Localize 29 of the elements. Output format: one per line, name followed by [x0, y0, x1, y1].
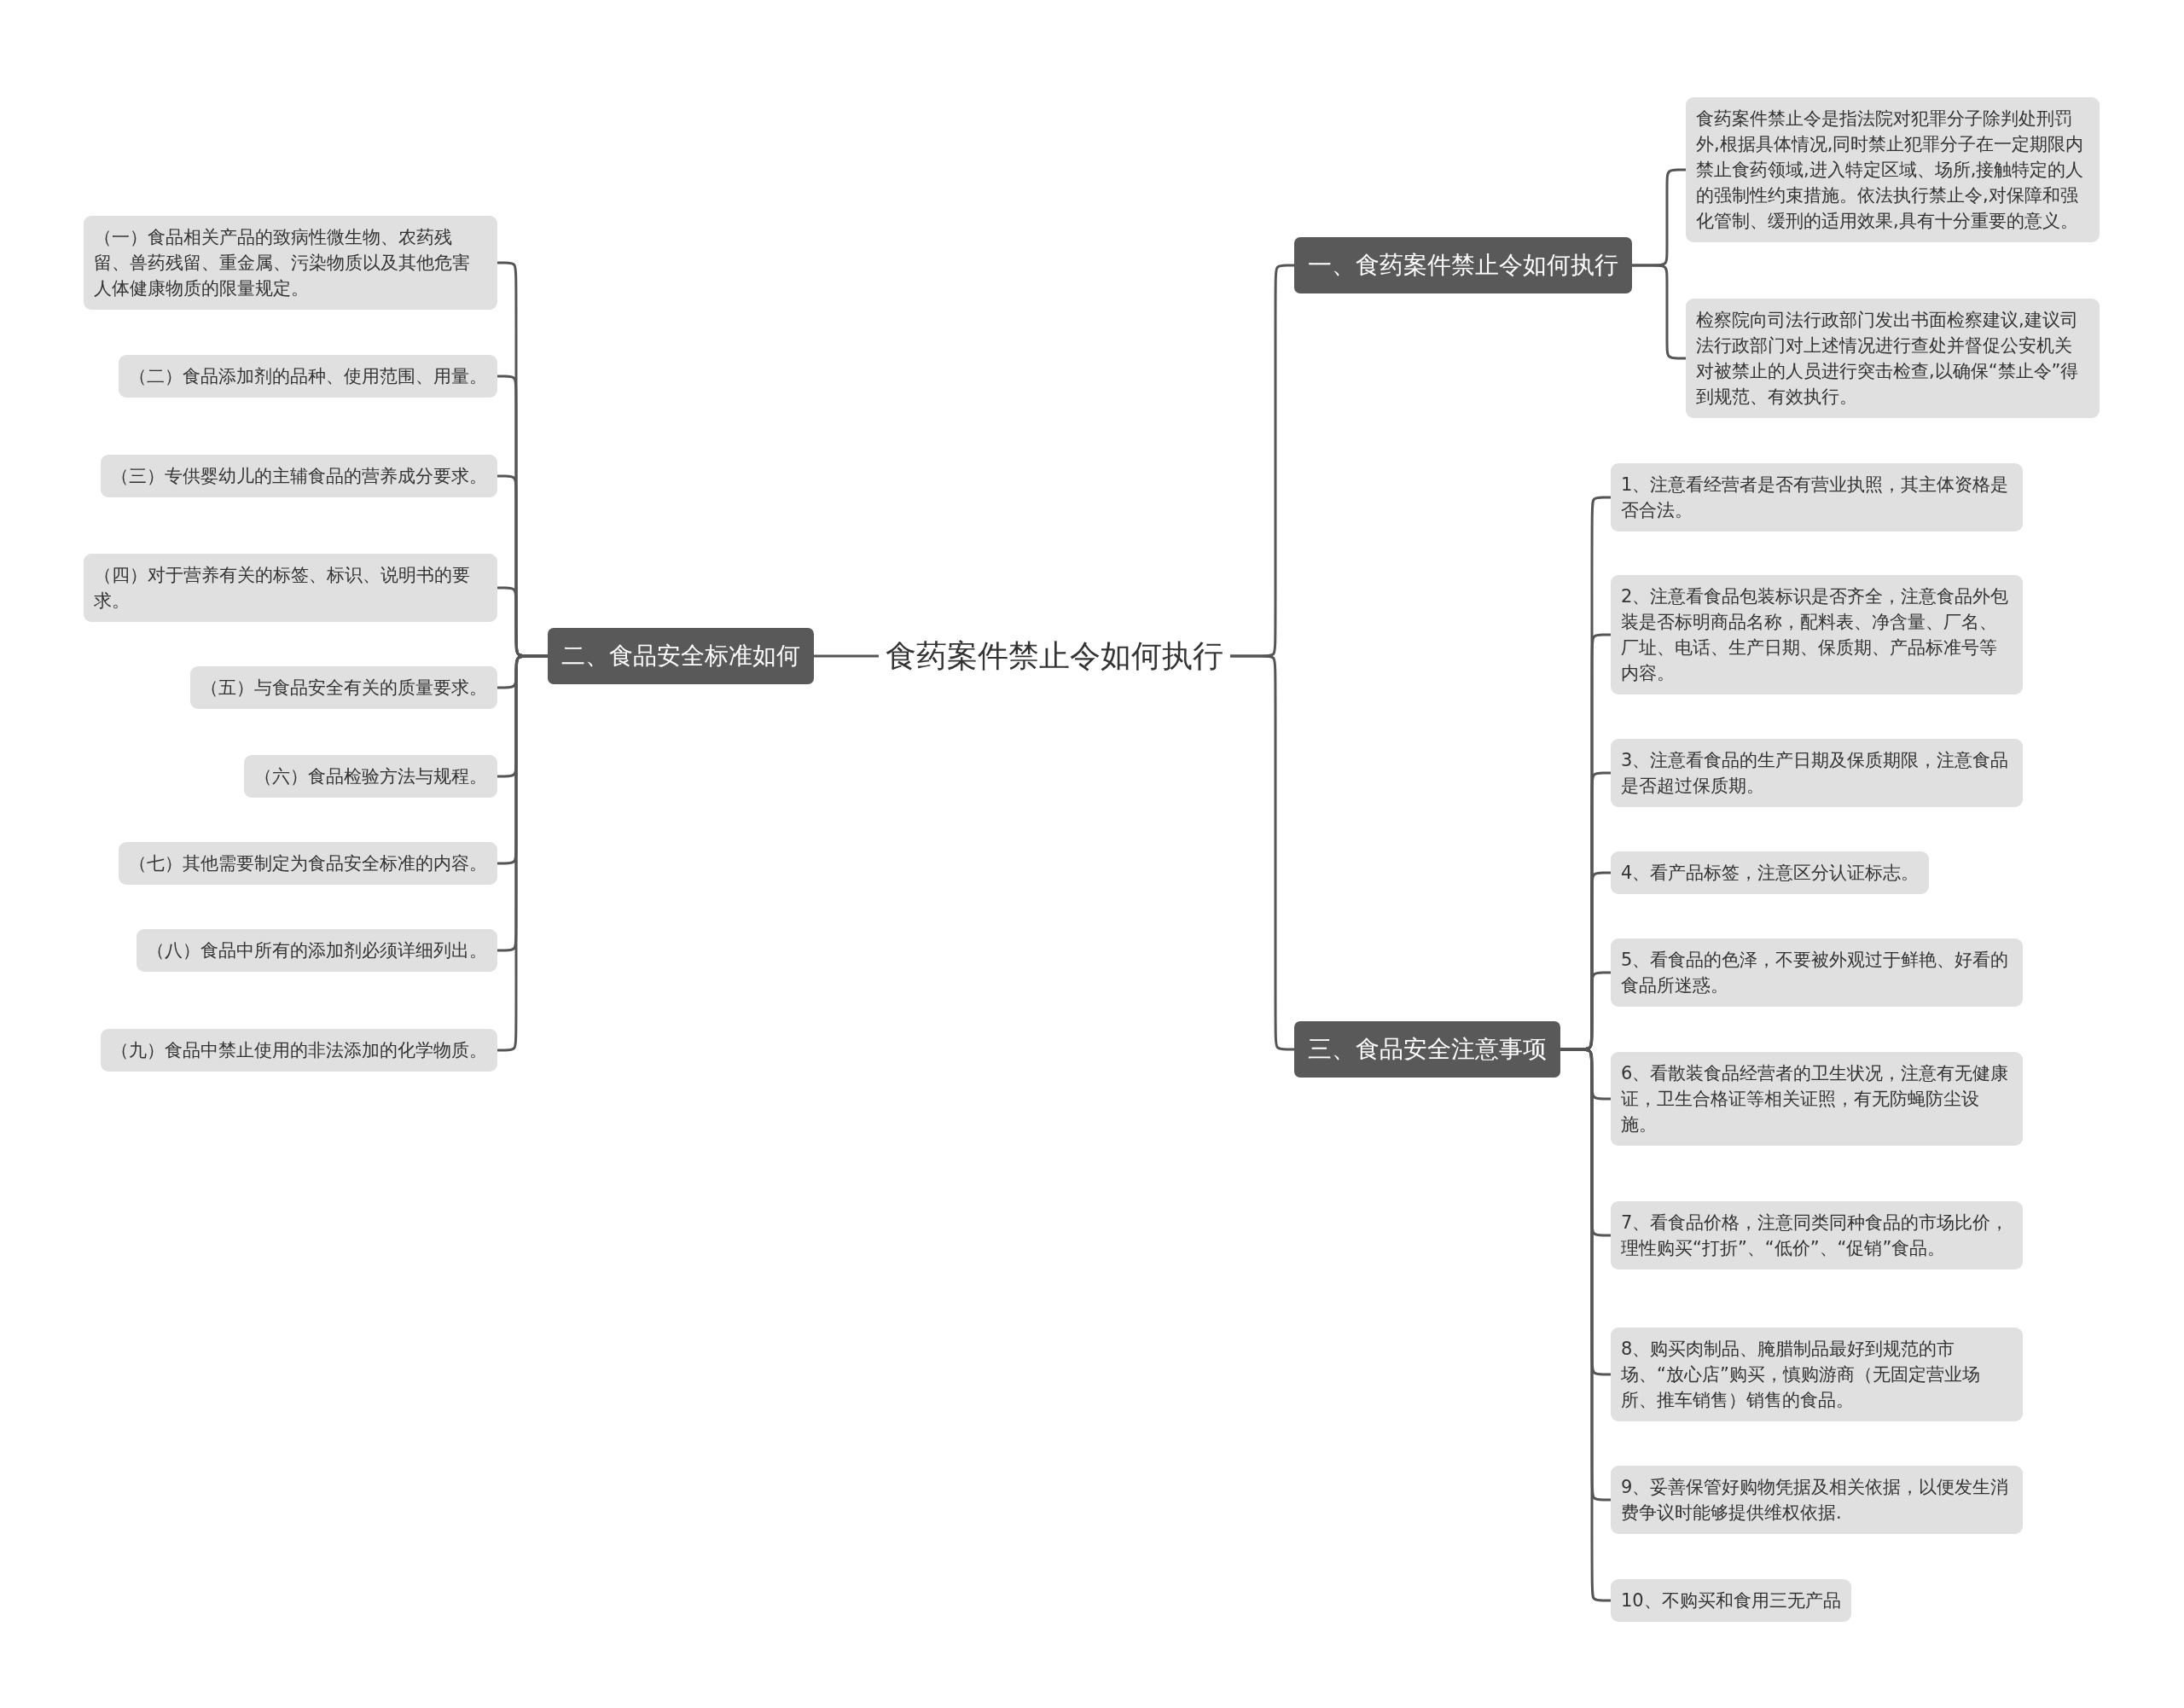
connector-line [1230, 654, 1295, 1051]
subtopic-card: 1、注意看经营者是否有营业执照，其主体资格是否合法。 [1611, 463, 2023, 532]
subtopic-card: 3、注意看食品的生产日期及保质期限，注意食品是否超过保质期。 [1611, 739, 2023, 807]
subtopic-card: （一）食品相关产品的致病性微生物、农药残留、兽药残留、重金属、污染物质以及其他危害人体健康物质的限量规定。 [84, 216, 497, 310]
connector-line [814, 654, 879, 658]
subtopic-card: （二）食品添加剂的品种、使用范围、用量。 [119, 355, 497, 398]
subtopic-card: 9、妥善保管好购物凭据及相关依据，以便发生消费争议时能够提供维权依据. [1611, 1466, 2023, 1534]
subtopic-card: 7、看食品价格，注意同类同种食品的市场比价，理性购买“打折”、“低价”、“促销”食品。 [1611, 1201, 2023, 1269]
branch-topic: 一、食药案件禁止令如何执行 [1294, 237, 1632, 293]
subtopic-card: 检察院向司法行政部门发出书面检察建议,建议司法行政部门对上述情况进行查处并督促公安机关对被禁止的人员进行突击检查,以确保“禁止令”得到规范、有效执行。 [1686, 299, 2100, 418]
subtopic-card: 6、看散装食品经营者的卫生状况，注意有无健康证，卫生合格证等相关证照，有无防蝇防尘设施。 [1611, 1052, 2023, 1146]
subtopic-card: （五）与食品安全有关的质量要求。 [190, 666, 497, 709]
central-topic: 食药案件禁止令如何执行 [879, 631, 1230, 681]
connector-line [1632, 264, 1687, 360]
subtopic-card: 10、不购买和食用三无产品 [1611, 1579, 1851, 1622]
subtopic-card: （三）专供婴幼儿的主辅食品的营养成分要求。 [101, 455, 497, 497]
subtopic-card: 4、看产品标签，注意区分认证标志。 [1611, 851, 1930, 894]
branch-topic: 二、食品安全标准如何 [548, 628, 814, 684]
subtopic-card: 5、看食品的色泽，不要被外观过于鲜艳、好看的食品所迷惑。 [1611, 938, 2023, 1007]
subtopic-card: （四）对于营养有关的标签、标识、说明书的要求。 [84, 554, 497, 622]
subtopic-card: （九）食品中禁止使用的非法添加的化学物质。 [101, 1029, 497, 1072]
subtopic-card: 2、注意看食品包装标识是否齐全，注意食品外包装是否标明商品名称，配料表、净含量、厂名、厂址、电话、生产日期、保质期、产品标准号等内容。 [1611, 575, 2023, 694]
subtopic-card: （七）其他需要制定为食品安全标准的内容。 [119, 842, 497, 885]
connector-line [497, 654, 548, 1052]
subtopic-card: （六）食品检验方法与规程。 [244, 755, 497, 798]
subtopic-card: 8、购买肉制品、腌腊制品最好到规范的市场、“放心店”购买，慎购游商（无固定营业场所、推车销售）销售的食品。 [1611, 1327, 2023, 1421]
subtopic-card: 食药案件禁止令是指法院对犯罪分子除判处刑罚外,根据具体情况,同时禁止犯罪分子在一定期限内禁止食药领域,进入特定区域、场所,接触特定的人的强制性约束措施。依法执行禁止令,对保障和强化管制、缓刑的适用效果,具有十分重要的意义。 [1686, 97, 2100, 242]
branch-topic: 三、食品安全注意事项 [1294, 1021, 1560, 1078]
subtopic-card: （八）食品中所有的添加剂必须详细列出。 [136, 929, 497, 972]
